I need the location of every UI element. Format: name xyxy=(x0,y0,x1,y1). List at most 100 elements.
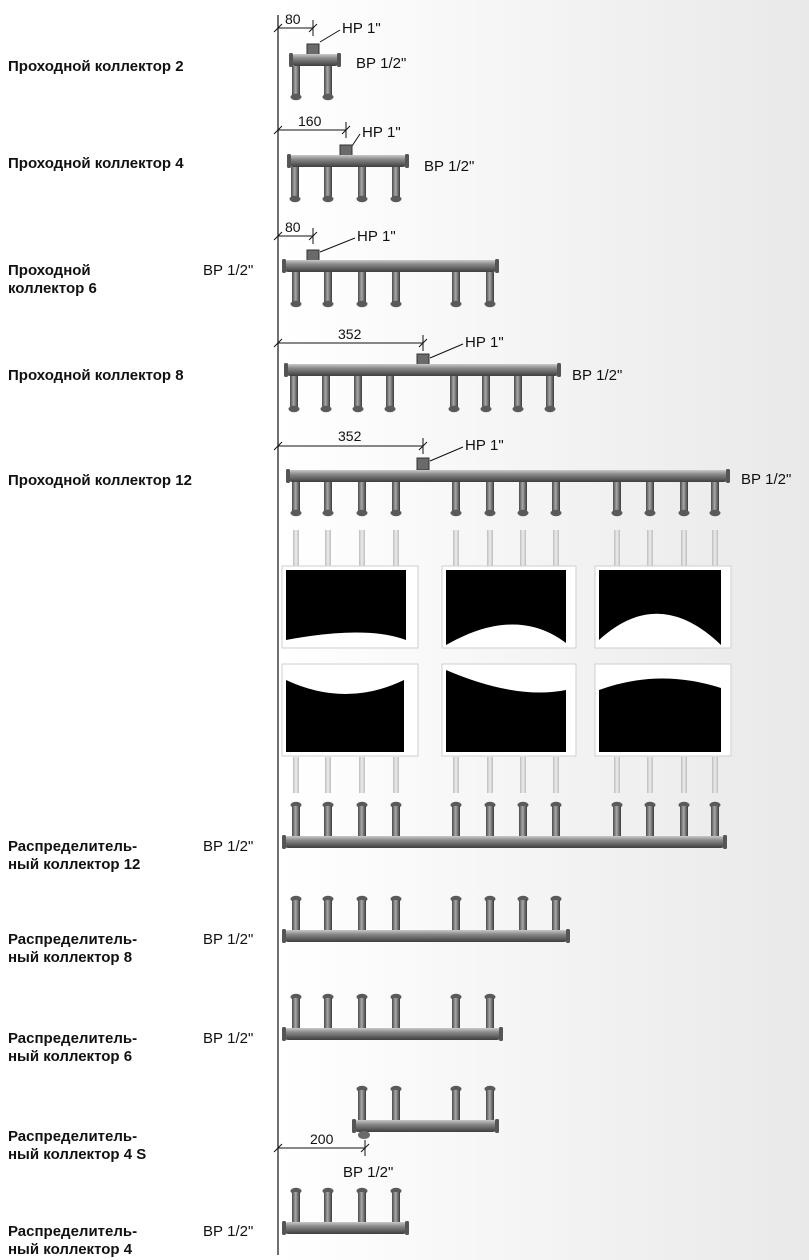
outlet-tip xyxy=(450,509,462,517)
outlet-leg xyxy=(358,998,366,1030)
outlet-tip xyxy=(356,300,368,308)
dimension-tick xyxy=(273,231,283,241)
outlet-leg xyxy=(486,900,494,932)
outlet-tip xyxy=(448,405,460,413)
outlet-leg xyxy=(519,806,527,838)
outlet-leg xyxy=(452,900,460,932)
faded-leg xyxy=(393,530,399,566)
outlet-leg xyxy=(358,806,366,838)
outlet-leg xyxy=(324,66,332,96)
manifold-pipe xyxy=(283,260,498,272)
outlet-tip xyxy=(356,509,368,517)
break-panel xyxy=(446,570,566,645)
outlet-leg xyxy=(680,482,688,512)
manifold-pipe xyxy=(287,470,729,482)
outlet-tip xyxy=(484,509,496,517)
title-dist-12: Распределитель-ный коллектор 12 xyxy=(8,838,141,873)
manifold-pipe xyxy=(283,1222,408,1234)
outlet-leg xyxy=(292,998,300,1030)
dimension-tick xyxy=(273,338,283,348)
pipe-end-cap xyxy=(566,929,570,943)
outlet-label-pass-4: НР 1" xyxy=(362,124,401,141)
outlet-leg xyxy=(392,1192,400,1224)
faded-leg xyxy=(293,530,299,566)
title-dist-4s: Распределитель-ный коллектор 4 S xyxy=(8,1128,147,1163)
outlet-leg xyxy=(519,482,527,512)
faded-leg xyxy=(359,757,365,793)
outlet-tip xyxy=(450,300,462,308)
manifold-pipe xyxy=(283,836,726,848)
outlet-tip xyxy=(544,405,556,413)
faded-leg xyxy=(359,530,365,566)
pipe-end-cap xyxy=(282,259,286,273)
pipe-end-cap xyxy=(282,929,286,943)
outlet-leg xyxy=(358,482,366,512)
outlet-tip xyxy=(289,195,301,203)
leader-line xyxy=(319,237,356,253)
outlet-leg xyxy=(486,1090,494,1122)
outlet-leg xyxy=(452,482,460,512)
pipe-end-cap xyxy=(405,1221,409,1235)
pipe-end-cap xyxy=(499,1027,503,1041)
faded-leg xyxy=(681,530,687,566)
outlet-tip xyxy=(290,509,302,517)
outlet-leg xyxy=(358,272,366,303)
faded-leg xyxy=(553,530,559,566)
outlet-leg xyxy=(292,806,300,838)
outlet-tip xyxy=(322,300,334,308)
pipe-end-cap xyxy=(282,1027,286,1041)
outlet-leg xyxy=(452,998,460,1030)
outlet-leg xyxy=(680,806,688,838)
break-panel xyxy=(599,678,721,752)
faded-leg xyxy=(325,530,331,566)
outlet-tip xyxy=(611,509,623,517)
outlet-leg xyxy=(358,1090,366,1122)
dimension-pass-2: 80 xyxy=(285,11,301,27)
collector-group xyxy=(273,20,732,1235)
faded-leg xyxy=(487,757,493,793)
outlet-leg xyxy=(450,376,458,408)
outlet-tip xyxy=(290,93,302,101)
outlet-tip xyxy=(356,195,368,203)
outlet-leg xyxy=(324,272,332,303)
break-panel xyxy=(599,570,721,645)
port-label-pass-8: ВР 1/2" xyxy=(572,367,623,384)
faded-leg xyxy=(553,757,559,793)
pipe-end-cap xyxy=(289,53,293,67)
outlet-leg xyxy=(486,806,494,838)
outlet-leg xyxy=(358,1192,366,1224)
outlet-tip xyxy=(390,195,402,203)
outlet-leg xyxy=(386,376,394,408)
faded-leg xyxy=(614,757,620,793)
outlet-leg xyxy=(392,272,400,303)
port-label-pass-2: ВР 1/2" xyxy=(356,55,407,72)
outlet-leg xyxy=(613,806,621,838)
outlet-leg xyxy=(292,66,300,96)
outlet-tip xyxy=(322,195,334,203)
port-label-dist-4s: ВР 1/2" xyxy=(343,1164,394,1181)
faded-leg xyxy=(293,757,299,793)
port-label-dist-4: ВР 1/2" xyxy=(203,1223,254,1240)
outlet-leg xyxy=(392,998,400,1030)
outlet-leg xyxy=(646,482,654,512)
leader-line xyxy=(351,133,361,147)
leader-line xyxy=(319,29,341,43)
outlet-leg xyxy=(358,900,366,932)
outlet-tip xyxy=(390,300,402,308)
faded-leg xyxy=(325,757,331,793)
title-dist-8: Распределитель-ный коллектор 8 xyxy=(8,931,138,966)
outlet-tip xyxy=(644,509,656,517)
faded-leg xyxy=(712,757,718,793)
pipe-end-cap xyxy=(287,154,291,168)
faded-leg xyxy=(647,530,653,566)
outlet-leg xyxy=(452,1090,460,1122)
outlet-tip xyxy=(512,405,524,413)
pipe-end-cap xyxy=(495,1119,499,1133)
manifold-pipe xyxy=(283,1028,502,1040)
title-dist-4: Распределитель-ный коллектор 4 xyxy=(8,1223,138,1258)
outlet-tip xyxy=(484,300,496,308)
outlet-leg xyxy=(519,900,527,932)
break-panel xyxy=(286,680,404,752)
pipe-end-cap xyxy=(282,835,286,849)
